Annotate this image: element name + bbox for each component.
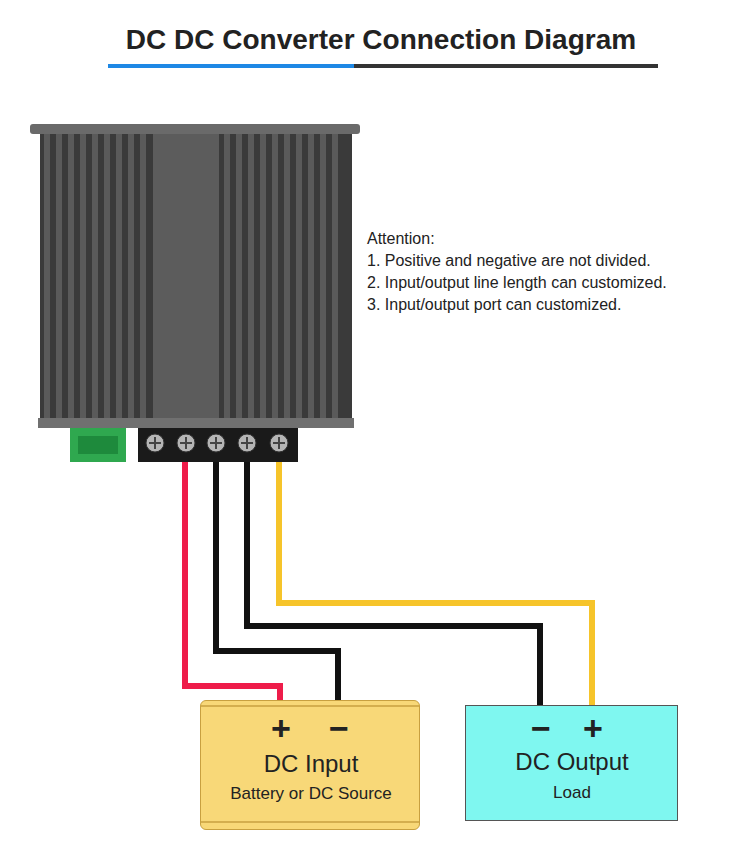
- bottom-lip: [38, 418, 354, 428]
- note-line: 1. Positive and negative are not divided…: [367, 252, 651, 270]
- load-box: −+ DC OutputLoad: [465, 705, 678, 821]
- title-underline-dark: [354, 64, 658, 68]
- black-wire: [247, 462, 540, 705]
- box-heading: DC Input: [264, 750, 359, 778]
- polarity-sign: +: [271, 711, 291, 745]
- terminal-block: [138, 428, 298, 462]
- note-heading: Attention:: [367, 230, 435, 248]
- polarity-sign: +: [583, 711, 603, 745]
- diagram-title: DC DC Converter Connection Diagram: [126, 24, 636, 56]
- green-connector-slot: [78, 436, 118, 454]
- polarity-sign: −: [531, 711, 551, 745]
- title-underline-blue: [108, 64, 354, 68]
- note-line: 3. Input/output port can customized.: [367, 296, 621, 314]
- polarity-sign: −: [329, 711, 349, 745]
- terminal-screws: [146, 434, 288, 452]
- box-subtext: Load: [553, 783, 591, 803]
- top-lip: [30, 124, 360, 134]
- center-plate: [153, 126, 219, 424]
- green-connector: [70, 428, 126, 462]
- box-subtext: Battery or DC Source: [230, 784, 392, 804]
- red-wire: [185, 462, 280, 700]
- yellow-wire: [279, 462, 592, 705]
- box-heading: DC Output: [515, 748, 628, 776]
- note-line: 2. Input/output line length can customiz…: [367, 274, 667, 292]
- battery-box: + − DC InputBattery or DC Source: [200, 700, 420, 830]
